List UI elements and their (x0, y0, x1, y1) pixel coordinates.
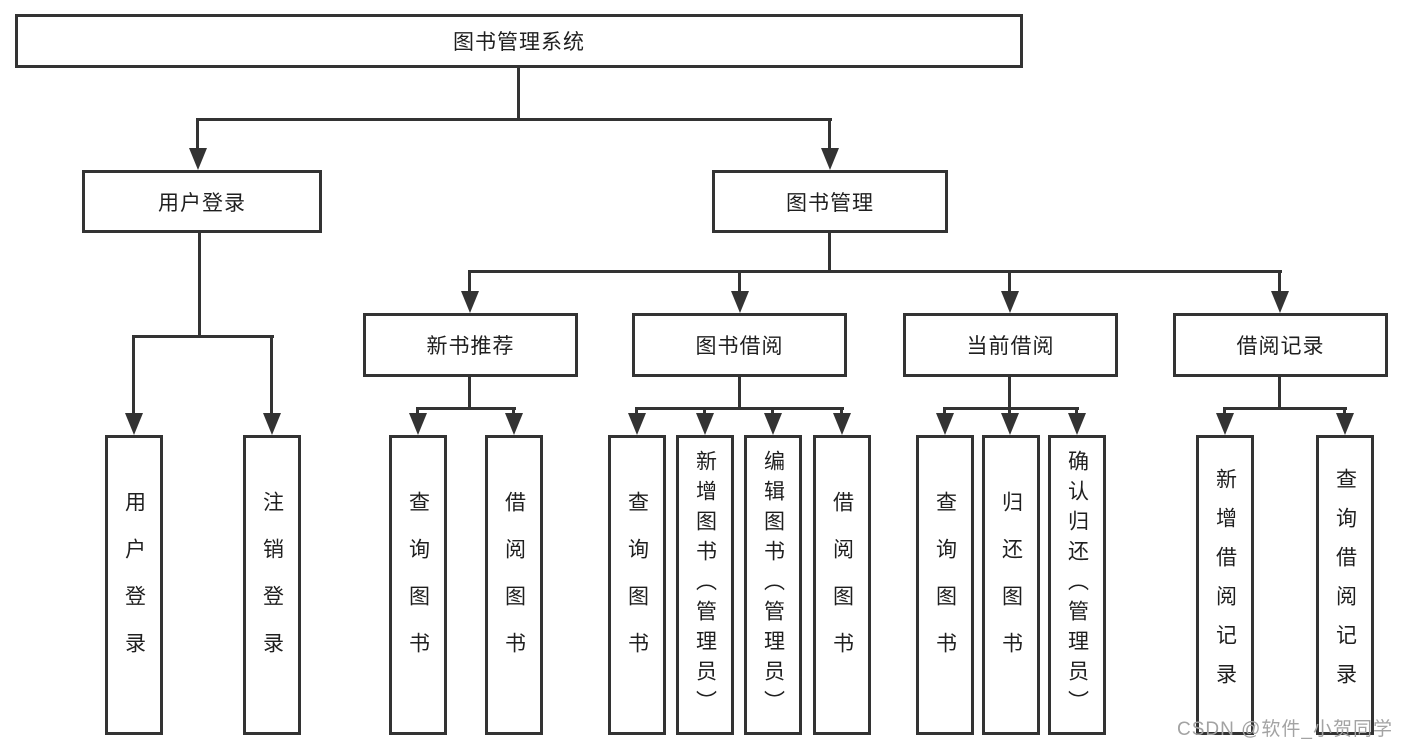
leaf-borrow-books-newbooks: 借阅图书 (485, 435, 543, 735)
edge-to-leaf-logout (270, 335, 273, 413)
watermark: CSDN @软件_小贺同学 (1177, 719, 1393, 740)
leaf-label: 注销登录 (260, 491, 284, 679)
node-new-books-label: 新书推荐 (426, 335, 515, 358)
leaf-query-borrow-record: 查询借阅记录 (1316, 435, 1374, 735)
edge-root-hline (196, 118, 832, 121)
leaf-logout: 注销登录 (243, 435, 301, 735)
edge-newbooks-stem (468, 377, 471, 407)
arrowhead-down-icon (505, 413, 523, 435)
leaf-query-books-newbooks: 查询图书 (389, 435, 447, 735)
node-book-borrow-label: 图书借阅 (695, 335, 784, 358)
leaf-confirm-return-admin: 确认归还（管理员） (1048, 435, 1106, 735)
leaf-label: 查询图书 (933, 491, 957, 679)
edge-to-current-borrow (1008, 270, 1011, 291)
leaf-add-borrow-record: 新增借阅记录 (1196, 435, 1254, 735)
node-book-mgmt: 图书管理 (712, 170, 948, 233)
arrowhead-down-icon (125, 413, 143, 435)
edge-to-leaf (512, 407, 515, 413)
edge-to-user-login (196, 118, 199, 148)
node-current-borrow: 当前借阅 (903, 313, 1118, 377)
arrowhead-down-icon (731, 291, 749, 313)
edge-to-leaf (1075, 407, 1078, 413)
arrowhead-down-icon (1336, 413, 1354, 435)
edge-borrowrecords-hline (1223, 407, 1347, 410)
leaf-label: 归还图书 (999, 491, 1023, 679)
node-book-mgmt-label: 图书管理 (786, 191, 874, 215)
arrowhead-down-icon (628, 413, 646, 435)
leaf-label: 借阅图书 (830, 491, 854, 679)
leaf-query-books-current: 查询图书 (916, 435, 974, 735)
edge-to-leaf (635, 407, 638, 413)
arrowhead-down-icon (189, 148, 207, 170)
arrowhead-down-icon (936, 413, 954, 435)
node-user-login-label: 用户登录 (158, 191, 246, 215)
node-new-books: 新书推荐 (363, 313, 578, 377)
leaf-label: 新增图书（管理员） (693, 450, 717, 720)
leaf-edit-books-admin: 编辑图书（管理员） (744, 435, 802, 735)
leaf-label: 查询图书 (406, 491, 430, 679)
leaf-label: 查询图书 (625, 491, 649, 679)
edge-to-borrow-records (1278, 270, 1281, 291)
node-root-library-system: 图书管理系统 (15, 14, 1023, 68)
edge-to-leaf (771, 407, 774, 413)
arrowhead-down-icon (821, 148, 839, 170)
node-book-borrow: 图书借阅 (632, 313, 847, 377)
arrowhead-down-icon (1001, 413, 1019, 435)
leaf-label: 借阅图书 (502, 491, 526, 679)
leaf-return-books: 归还图书 (982, 435, 1040, 735)
edge-to-book-mgmt (828, 118, 831, 148)
node-borrow-records: 借阅记录 (1173, 313, 1388, 377)
edge-borrowrecords-stem (1278, 377, 1281, 407)
arrowhead-down-icon (409, 413, 427, 435)
leaf-label: 编辑图书（管理员） (761, 450, 785, 720)
node-borrow-records-label: 借阅记录 (1236, 335, 1325, 358)
edge-to-leaf (703, 407, 706, 413)
arrowhead-down-icon (1001, 291, 1019, 313)
edge-mgmt-hline (468, 270, 1282, 273)
leaf-label: 确认归还（管理员） (1065, 450, 1089, 720)
leaf-borrow-books: 借阅图书 (813, 435, 871, 735)
arrowhead-down-icon (696, 413, 714, 435)
edge-root-stem (517, 68, 520, 118)
leaf-label: 新增借阅记录 (1213, 468, 1237, 702)
edge-bookborrow-hline (635, 407, 844, 410)
edge-to-leaf (1223, 407, 1226, 413)
arrowhead-down-icon (833, 413, 851, 435)
node-user-login: 用户登录 (82, 170, 322, 233)
edge-mgmt-stem (828, 233, 831, 270)
edge-user-stem (198, 233, 201, 335)
node-root-label: 图书管理系统 (453, 31, 585, 54)
edge-to-new-books (468, 270, 471, 291)
edge-to-leaf (416, 407, 419, 413)
edge-to-leaf (1343, 407, 1346, 413)
node-current-borrow-label: 当前借阅 (966, 335, 1055, 358)
edge-currentborrow-stem (1008, 377, 1011, 407)
edge-to-leaf (1008, 407, 1011, 413)
leaf-add-books-admin: 新增图书（管理员） (676, 435, 734, 735)
arrowhead-down-icon (1216, 413, 1234, 435)
arrowhead-down-icon (1271, 291, 1289, 313)
arrowhead-down-icon (1068, 413, 1086, 435)
leaf-label: 用户登录 (122, 491, 146, 679)
leaf-query-books-borrow: 查询图书 (608, 435, 666, 735)
edge-bookborrow-stem (738, 377, 741, 407)
edge-to-leaf-login (132, 335, 135, 413)
edge-user-hline (132, 335, 274, 338)
edge-to-leaf (943, 407, 946, 413)
edge-currentborrow-hline (943, 407, 1079, 410)
edge-newbooks-hline (416, 407, 516, 410)
arrowhead-down-icon (263, 413, 281, 435)
arrowhead-down-icon (764, 413, 782, 435)
leaf-label: 查询借阅记录 (1333, 468, 1357, 702)
edge-to-leaf (840, 407, 843, 413)
leaf-user-login: 用户登录 (105, 435, 163, 735)
arrowhead-down-icon (461, 291, 479, 313)
edge-to-book-borrow (738, 270, 741, 291)
